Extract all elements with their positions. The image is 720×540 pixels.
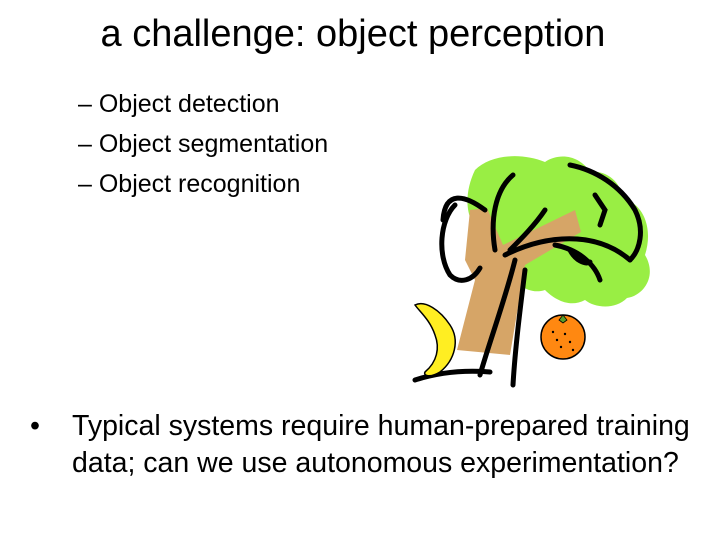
bullet-text: Typical systems require human-prepared t… bbox=[72, 410, 690, 479]
orange-stem bbox=[558, 314, 568, 324]
sub-bullet-item: – Object segmentation bbox=[78, 130, 329, 158]
sub-bullet-item: – Object detection bbox=[78, 90, 280, 118]
tree-branches bbox=[412, 162, 643, 388]
tree-trunk bbox=[457, 208, 581, 355]
slide-title: a challenge: object perception bbox=[100, 13, 606, 55]
tree-fruit-clipart bbox=[412, 156, 650, 388]
sub-bullet-list: – Object detection – Object segmentation… bbox=[78, 84, 328, 204]
sub-bullet-item: – Object recognition bbox=[78, 170, 301, 198]
banana bbox=[413, 303, 456, 377]
bullet-marker: • bbox=[30, 410, 40, 442]
orange-dots bbox=[551, 330, 575, 352]
